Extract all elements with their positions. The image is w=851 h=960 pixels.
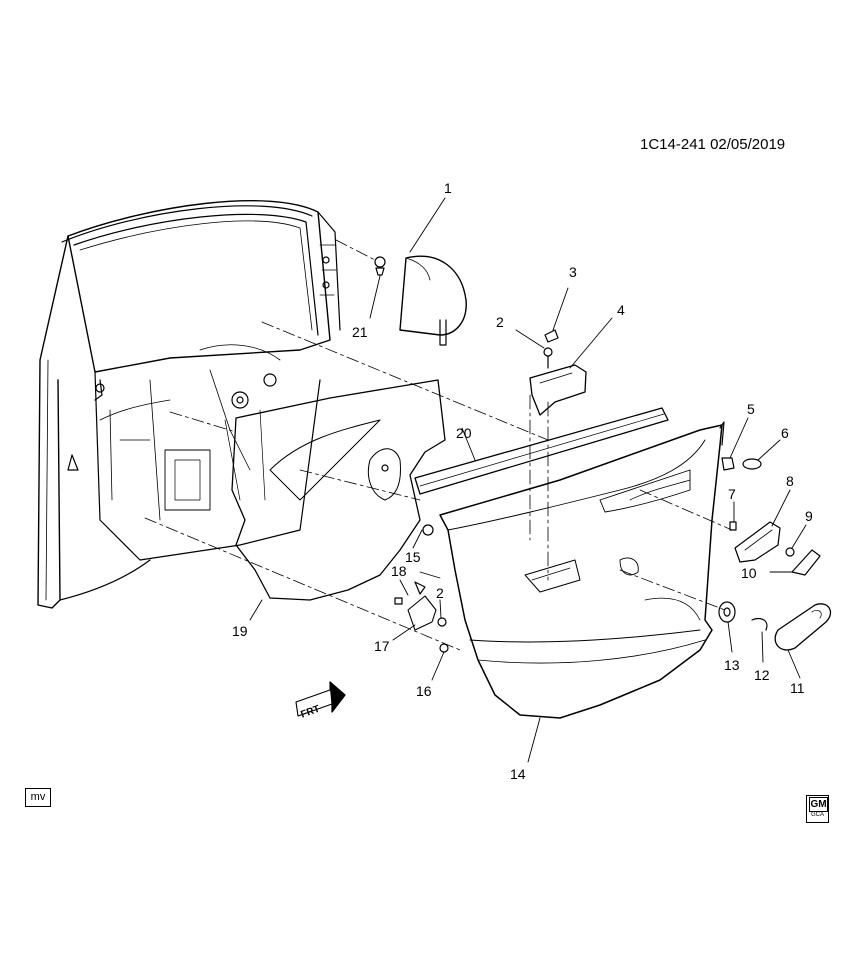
- callout-20: 20: [456, 425, 472, 441]
- callout-16: 16: [416, 683, 432, 699]
- callout-5: 5: [747, 401, 755, 417]
- callout-13: 13: [724, 657, 740, 673]
- part-10-cover: [769, 549, 821, 576]
- part-11-pull-handle: [774, 603, 831, 679]
- part-6-clip: [742, 439, 781, 470]
- part-17-bracket: [392, 595, 437, 641]
- part-15-push-pin: [412, 524, 434, 549]
- part-2-screw-upper: [515, 329, 553, 369]
- callout-numbers: 1 2 3 4 5 6 7 8 9 10 11 12 13 14 15 16 1…: [232, 180, 813, 782]
- door-frame: [37, 200, 341, 609]
- gm-logo-subtext: GCA: [810, 812, 824, 818]
- callout-4: 4: [617, 302, 625, 318]
- part-8-handle-bezel: [734, 489, 791, 563]
- callout-14: 14: [510, 766, 526, 782]
- part-14-trim-panel: [439, 421, 733, 763]
- part-13-grommet: [718, 601, 736, 653]
- part-12-clip: [751, 617, 768, 663]
- callout-10: 10: [741, 565, 757, 581]
- part-4-switch-bezel: [529, 317, 613, 581]
- callout-7: 7: [728, 486, 736, 502]
- callout-15: 15: [405, 549, 421, 565]
- callout-3: 3: [569, 264, 577, 280]
- part-9-screw: [785, 524, 807, 557]
- front-direction-arrow: FRT: [295, 681, 346, 721]
- callout-18: 18: [391, 563, 407, 579]
- part-3-clip: [544, 287, 569, 343]
- part-7-screw: [729, 501, 737, 531]
- part-19-water-deflector: [144, 321, 549, 651]
- diagram-code: 1C14-241: [640, 136, 706, 153]
- callout-2: 2: [496, 314, 504, 330]
- callout-9: 9: [805, 508, 813, 524]
- part-20-belt-strip: [414, 407, 669, 495]
- diagram-date: 02/05/2019: [710, 136, 786, 153]
- gm-logo: GM GCA: [806, 795, 829, 823]
- callout-17: 17: [374, 638, 390, 654]
- callout-19: 19: [232, 623, 248, 639]
- part-18-clip: [394, 579, 426, 605]
- part-16-nut: [431, 643, 449, 681]
- callout-12: 12: [754, 667, 770, 683]
- callout-11: 11: [790, 680, 805, 696]
- part-2-screw-lower: [419, 571, 447, 627]
- callout-8: 8: [786, 473, 794, 489]
- callout-21: 21: [352, 324, 368, 340]
- part-5-fastener: [721, 417, 749, 471]
- mv-badge: mv: [25, 788, 51, 807]
- diagram-header: 1C14-241 02/05/2019: [640, 136, 785, 153]
- callout-6: 6: [781, 425, 789, 441]
- part-1-mirror-cover: [399, 197, 467, 346]
- part-21-clip: [335, 239, 386, 319]
- callout-1: 1: [444, 180, 452, 196]
- callout-2-lower: 2: [436, 585, 444, 601]
- gm-logo-text: GM: [809, 797, 828, 812]
